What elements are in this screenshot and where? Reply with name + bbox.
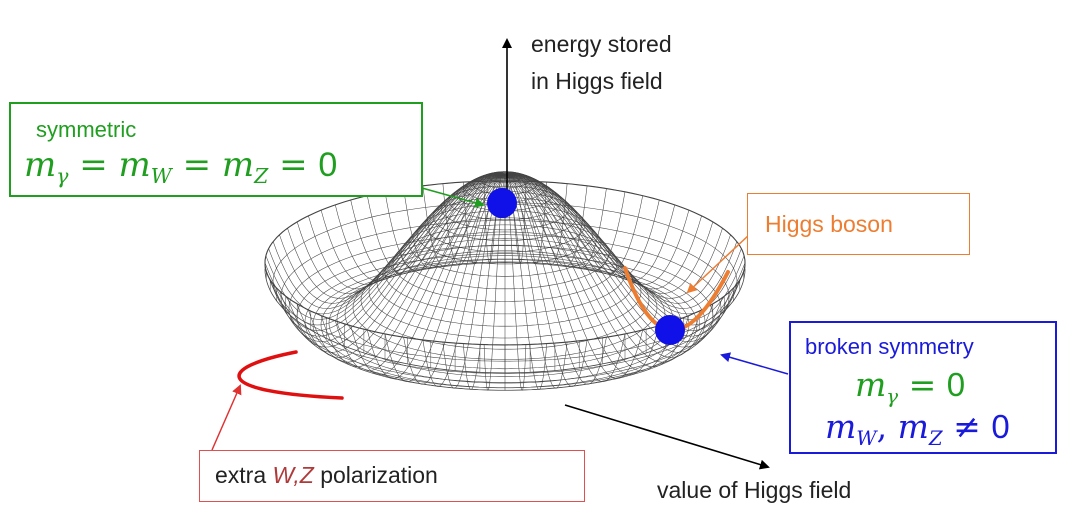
mesh-radial (504, 174, 702, 363)
field-value-axis-label: value of Higgs field (657, 477, 852, 503)
polarization-pointer-arrow (211, 384, 242, 451)
mesh-radial (504, 174, 675, 372)
broken-symmetry-title: broken symmetry (805, 334, 974, 359)
mesh-radial (504, 174, 731, 348)
mesh-radial (296, 174, 506, 358)
broken-wz-mass-formula: mW, mZ ≠ 0 (825, 407, 1010, 450)
mesh-radial (264, 174, 506, 326)
mesh-radial (308, 173, 506, 290)
broken-photon-mass-formula: mγ = 0 (855, 365, 966, 408)
mesh-radial (463, 171, 506, 265)
mesh-radial (268, 174, 506, 337)
mesh-radial (272, 174, 506, 342)
mesh-radial (335, 174, 506, 372)
broken-state-ball (655, 315, 685, 345)
mesh-radial (504, 174, 723, 299)
mesh-radial (504, 174, 690, 368)
mesh-radial (504, 174, 660, 376)
mesh-radial (287, 174, 506, 353)
symmetric-box: symmetric mγ = mW = mZ = 0 (9, 102, 423, 197)
extra-polarization-box: extra W,Z polarization (199, 450, 585, 502)
mesh-radial (308, 174, 506, 363)
mesh-radial (504, 174, 643, 379)
mesh-radial (504, 174, 738, 309)
mesh-radial (504, 174, 588, 387)
mesh-radial (335, 173, 506, 281)
symmetric-formula: mγ = mW = mZ = 0 (24, 145, 338, 189)
mesh-radial (279, 174, 506, 348)
mesh-radial (384, 174, 506, 382)
mesh-radial (504, 174, 607, 385)
field-value-axis (564, 404, 770, 470)
mesh-outline (264, 180, 746, 346)
wz-emphasis: W,Z (272, 462, 314, 488)
higgs-boson-box: Higgs boson (747, 193, 970, 255)
symmetric-state-ball (487, 188, 517, 218)
broken-symmetry-pointer-arrow (720, 352, 789, 375)
mesh-radial (483, 171, 506, 264)
energy-axis-label-line2: in Higgs field (531, 68, 663, 94)
higgs-boson-label: Higgs boson (765, 211, 893, 237)
broken-symmetry-box: broken symmetry mγ = 0 mW, mZ ≠ 0 (789, 321, 1057, 454)
mesh-radial (320, 174, 506, 368)
higgs-boson-pointer-arrow (686, 233, 751, 294)
mesh-radial (504, 174, 626, 382)
mesh-radial (442, 171, 506, 266)
polarization-curve (237, 350, 344, 400)
symmetric-pointer-arrow (421, 187, 485, 208)
mesh-radial (350, 172, 506, 278)
mesh-radial (367, 172, 506, 275)
mesh-radial (504, 174, 714, 358)
mesh-radial (320, 173, 506, 285)
mesh-radial (384, 172, 506, 272)
energy-axis-label-line1: energy stored (531, 31, 672, 57)
mesh-radial (403, 171, 506, 269)
mesh-radial (504, 174, 742, 337)
mesh-radial (422, 171, 506, 267)
extra-polarization-label: extra W,Z polarization (215, 462, 438, 488)
mesh-radial (504, 174, 738, 342)
symmetric-title: symmetric (36, 117, 137, 142)
